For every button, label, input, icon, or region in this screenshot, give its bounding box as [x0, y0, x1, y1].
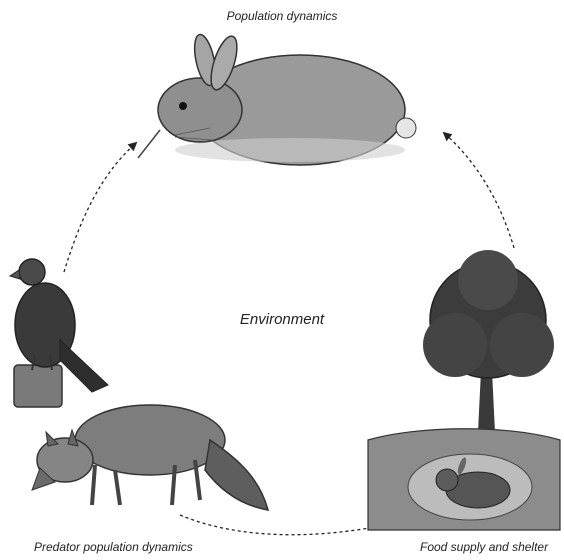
- fox-illustration: [32, 405, 268, 510]
- label-food-supply-and-shelter: Food supply and shelter: [420, 540, 548, 554]
- dotted-link-fox-to-burrow: [180, 515, 400, 535]
- hawk-illustration: [10, 259, 108, 407]
- tree-illustration: [423, 250, 554, 432]
- label-predator-population-dynamics: Predator population dynamics: [34, 540, 193, 554]
- rabbit-illustration: [138, 33, 416, 165]
- arrow-tree-to-rabbit: [444, 133, 514, 248]
- label-environment: Environment: [0, 311, 564, 328]
- label-population-dynamics: Population dynamics: [0, 9, 564, 23]
- rabbit-burrow-illustration: [368, 429, 560, 530]
- arrow-hawk-to-rabbit: [64, 143, 136, 272]
